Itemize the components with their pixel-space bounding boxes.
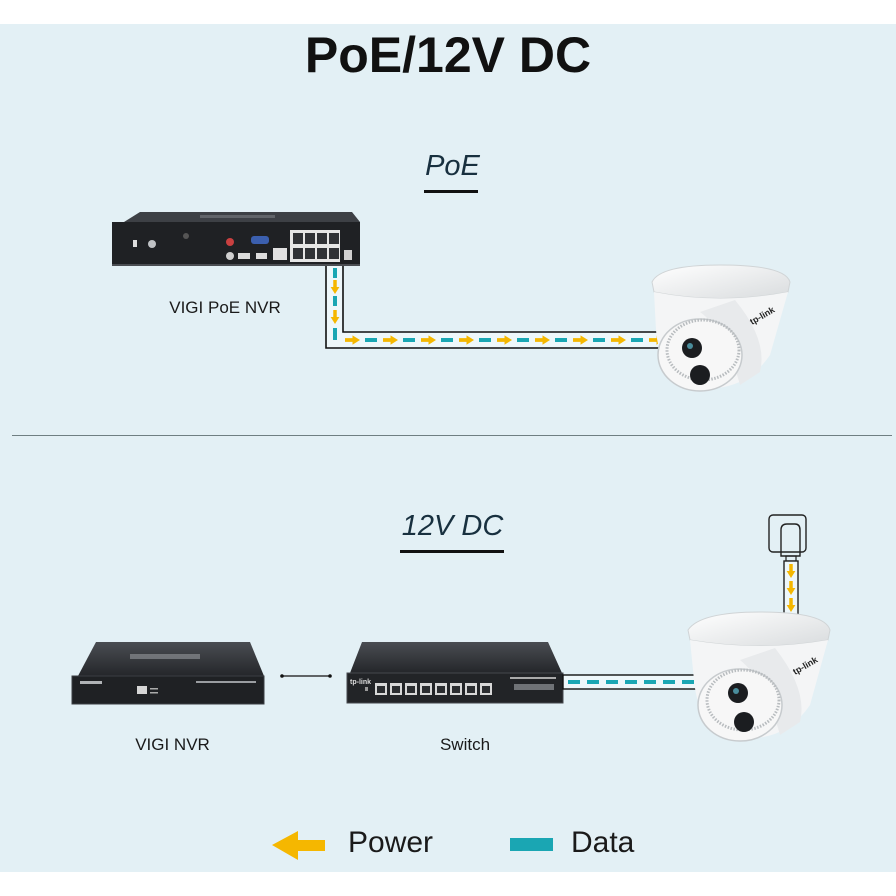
- data-segment: [365, 338, 377, 342]
- dc-input-port-icon: [344, 250, 352, 260]
- ir-led-icon: [734, 712, 754, 732]
- page-title: PoE/12V DC: [304, 27, 592, 83]
- power-led-icon: [365, 687, 368, 691]
- data-segment: [644, 680, 656, 684]
- power-outlet-icon: [768, 514, 807, 553]
- data-segment: [479, 338, 491, 342]
- vga-port-icon: [251, 236, 269, 244]
- data-segment: [555, 338, 567, 342]
- poe-camera: tp-link: [651, 264, 791, 392]
- poe-title-underline: [424, 190, 478, 193]
- data-segment: [517, 338, 529, 342]
- poe-cable: [325, 266, 666, 349]
- data-segment: [333, 328, 337, 340]
- nvr-switch-link: [280, 674, 332, 678]
- data-segment: [631, 338, 643, 342]
- data-cable: [562, 674, 704, 690]
- dc-camera: tp-link: [687, 611, 831, 742]
- legend-data-bar-icon: [510, 838, 553, 851]
- usb-port-icon: [137, 686, 147, 694]
- hdmi-port-icon: [238, 253, 250, 259]
- ir-led-icon: [690, 365, 710, 385]
- poe-section-title: PoE: [425, 150, 480, 182]
- switch-device: tp-link: [346, 642, 564, 704]
- data-segment: [663, 680, 675, 684]
- legend-power-arrow-icon: [272, 831, 325, 860]
- data-segment: [682, 680, 694, 684]
- dc-title-underline: [400, 550, 504, 553]
- tp-link-logo: tp-link: [350, 679, 371, 686]
- usb-port-icon: [256, 253, 267, 259]
- nvr-label: VIGI NVR: [135, 735, 210, 754]
- dc-section-title: 12V DC: [401, 510, 504, 542]
- section-divider: [12, 435, 892, 436]
- vigi-poe-nvr-device: [112, 212, 360, 266]
- data-segment: [593, 338, 605, 342]
- lan-port-icon: [273, 248, 287, 260]
- kensington-lock-icon: [133, 240, 137, 247]
- poe-port-bank: [290, 230, 340, 262]
- data-segment: [568, 680, 580, 684]
- data-segment: [441, 338, 453, 342]
- data-segment: [587, 680, 599, 684]
- data-segment: [333, 296, 337, 306]
- poe-nvr-label: VIGI PoE NVR: [169, 298, 281, 317]
- legend-power-label: Power: [348, 826, 434, 859]
- vigi-nvr-device: [71, 642, 265, 705]
- data-segment: [606, 680, 618, 684]
- data-segment: [403, 338, 415, 342]
- ground-screw-icon: [148, 240, 156, 248]
- data-segment: [333, 268, 337, 278]
- power-adapter: [768, 514, 807, 618]
- switch-label: Switch: [439, 735, 491, 754]
- data-segment: [625, 680, 637, 684]
- legend-data-label: Data: [571, 826, 635, 859]
